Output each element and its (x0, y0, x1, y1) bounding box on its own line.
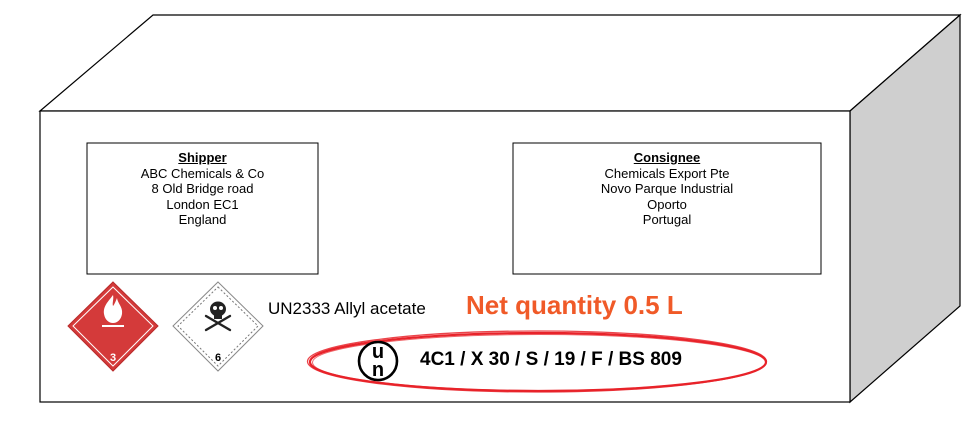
shipper-line: England (178, 212, 227, 227)
shipper-line: 8 Old Bridge road (151, 181, 254, 196)
un-symbol-letters: u (372, 341, 384, 363)
consignee-line: Portugal (642, 212, 692, 227)
shipper-line: London EC1 (166, 196, 239, 212)
flammable-liquid-label: 3 (67, 281, 159, 372)
skull-crossbones-icon (204, 301, 232, 332)
toxic-class-number: 6 (215, 352, 221, 364)
consignee-line: Chemicals Export Pte (604, 165, 730, 181)
un-number-text: UN2333 Allyl acetate (268, 299, 426, 318)
svg-text:n: n (372, 359, 384, 381)
net-quantity: Net quantity 0.5 L (466, 290, 683, 320)
flammable-class-number: 3 (110, 352, 116, 364)
flame-icon (102, 295, 124, 327)
consignee-line: Oporto (647, 196, 687, 212)
consignee-box (512, 142, 822, 275)
highlight-ellipse (306, 330, 768, 393)
box-top-face (38, 14, 962, 112)
consignee-line: Novo Parque Industrial (600, 181, 734, 196)
shipper-box (86, 142, 319, 275)
shipper-address: Shipper ABC Chemicals & Co 8 Old Bridge … (87, 150, 318, 228)
shipper-line: ABC Chemicals & Co (140, 165, 265, 181)
consignee-heading: Consignee (633, 150, 701, 165)
un-packaging-symbol-icon: u n (357, 340, 399, 382)
packaging-code: 4C1 / X 30 / S / 19 / F / BS 809 (420, 349, 682, 370)
shipper-heading: Shipper (178, 150, 227, 165)
consignee-address: Consignee Chemicals Export Pte Novo Parq… (513, 150, 821, 228)
toxic-label: 6 (172, 281, 264, 372)
